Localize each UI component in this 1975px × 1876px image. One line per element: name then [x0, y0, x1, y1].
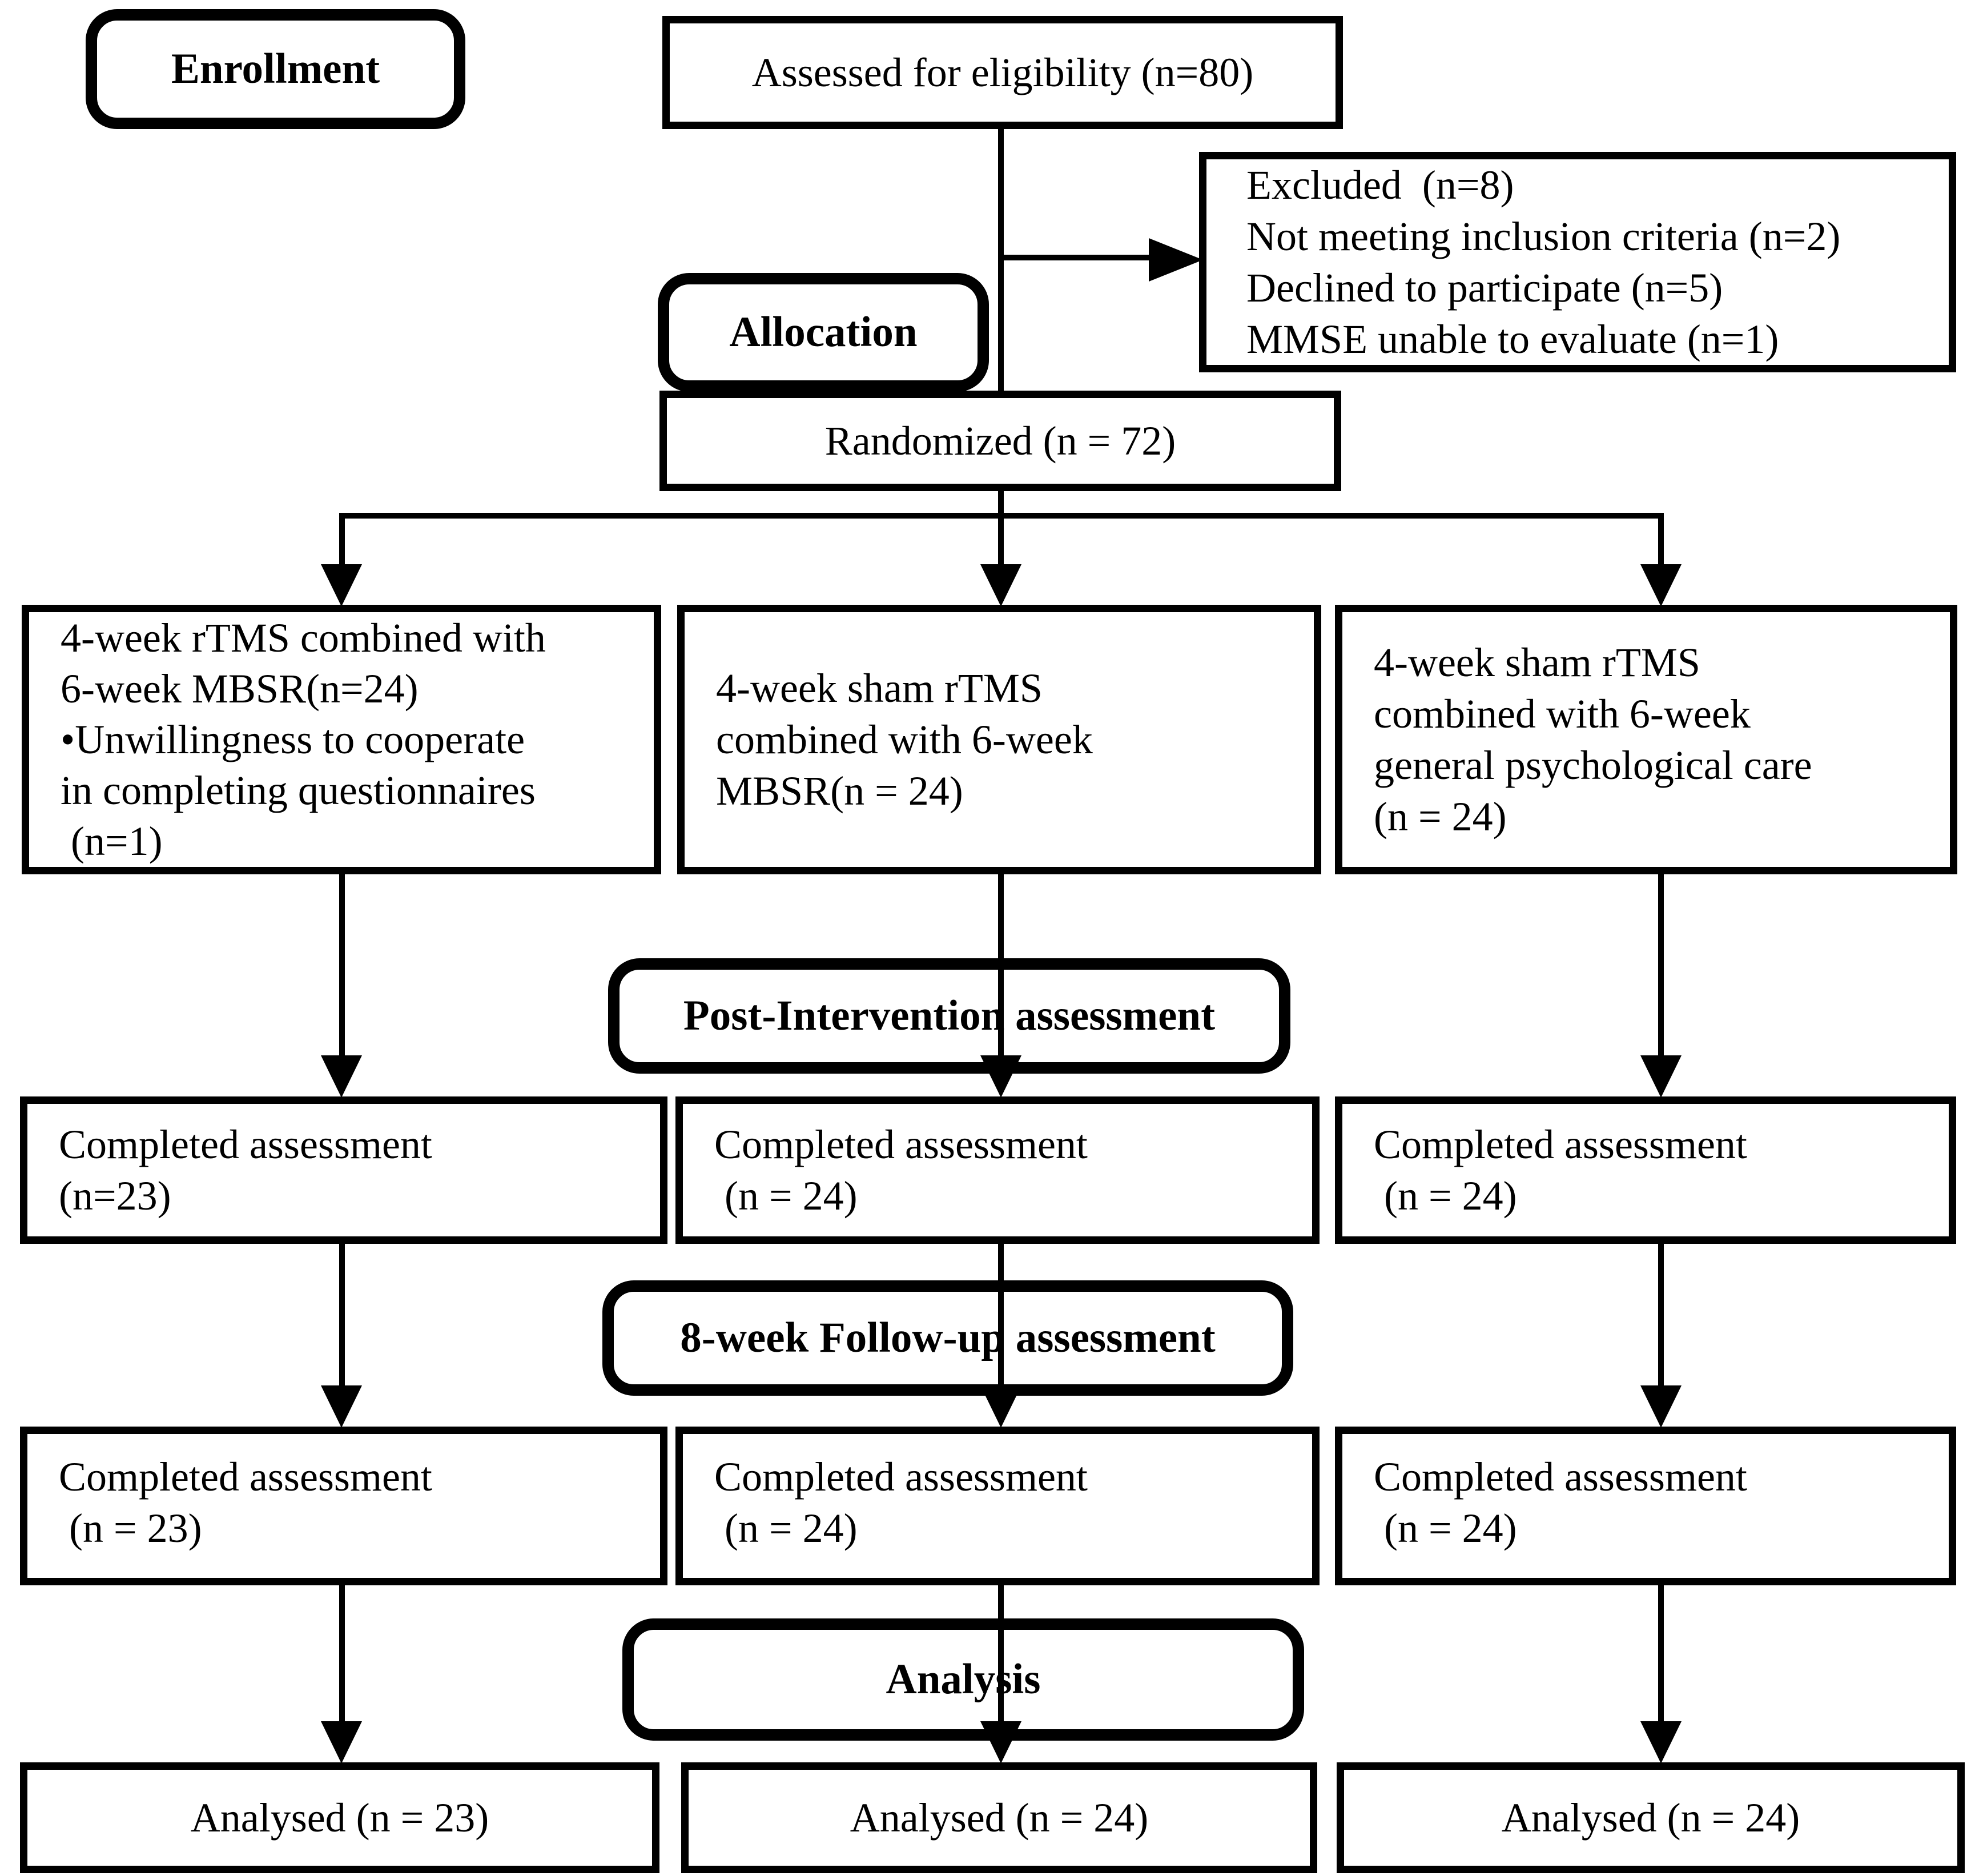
- connector-arm-row1-right: [1658, 874, 1664, 1058]
- connector-arm-row1-left: [339, 874, 345, 1058]
- connector-row1-row2-mid: [998, 1244, 1004, 1388]
- completed-line: (n = 24): [1374, 1173, 1517, 1219]
- completed-line: Completed assessment: [59, 1122, 432, 1167]
- arm-line: general psychological care: [1374, 742, 1812, 788]
- arrow-down-row2-left-icon: [321, 1385, 362, 1428]
- arm-line: 4-week rTMS combined with: [61, 614, 546, 661]
- arm-line: combined with 6-week: [1374, 691, 1751, 737]
- arm-line: (n=1): [61, 818, 163, 864]
- arm-sham-mbsr-box: 4-week sham rTMS combined with 6-week MB…: [677, 605, 1321, 874]
- arrow-down-row1-left-icon: [321, 1055, 362, 1098]
- arrow-down-final-left-icon: [321, 1721, 362, 1763]
- connector-branch-mid: [998, 513, 1004, 571]
- assessed-eligibility-text: Assessed for eligibility (n=80): [751, 49, 1254, 95]
- excluded-line: Not meeting inclusion criteria (n=2): [1246, 214, 1841, 259]
- connector-row2-final-left: [339, 1585, 345, 1724]
- arrow-right-excluded-icon: [1149, 238, 1203, 282]
- completed-post-mid-box: Completed assessment (n = 24): [675, 1096, 1320, 1244]
- stage-post-intervention-label: Post-Intervention assessment: [683, 992, 1216, 1039]
- arm-rtms-mbsr-box: 4-week rTMS combined with 6-week MBSR(n=…: [22, 605, 661, 874]
- arrow-down-arm-mid-icon: [980, 564, 1021, 606]
- connector-row2-final-mid: [998, 1585, 1004, 1724]
- stage-allocation-label: Allocation: [729, 308, 918, 356]
- stage-enrollment-label: Enrollment: [171, 45, 380, 93]
- connector-row2-final-right: [1658, 1585, 1664, 1724]
- arrow-down-row2-right-icon: [1640, 1385, 1682, 1428]
- arm-sham-psycare-box: 4-week sham rTMS combined with 6-week ge…: [1335, 605, 1957, 874]
- excluded-box: Excluded (n=8) Not meeting inclusion cri…: [1199, 152, 1956, 372]
- arrow-down-row1-right-icon: [1640, 1055, 1682, 1098]
- stage-followup-label: 8-week Follow-up assessment: [680, 1314, 1216, 1361]
- completed-line: Completed assessment: [59, 1454, 432, 1500]
- completed-line: (n = 24): [714, 1173, 858, 1219]
- stage-followup: 8-week Follow-up assessment: [602, 1280, 1293, 1396]
- excluded-line: Declined to participate (n=5): [1246, 265, 1723, 311]
- connector-row1-row2-right: [1658, 1244, 1664, 1388]
- completed-line: (n = 23): [59, 1505, 202, 1551]
- analysed-text: Analysed (n = 24): [850, 1794, 1149, 1841]
- stage-analysis: Analysis: [622, 1618, 1304, 1741]
- arm-line: •Unwillingness to cooperate: [61, 716, 525, 762]
- analysed-left-box: Analysed (n = 23): [20, 1762, 659, 1873]
- completed-post-right-box: Completed assessment (n = 24): [1335, 1096, 1956, 1244]
- completed-followup-mid-box: Completed assessment (n = 24): [675, 1427, 1320, 1585]
- arm-line: in completing questionnaires: [61, 767, 536, 813]
- completed-line: Completed assessment: [1374, 1122, 1747, 1167]
- connector-to-excluded: [1001, 255, 1151, 260]
- completed-line: (n = 24): [1374, 1505, 1517, 1551]
- connector-arm-row1-mid: [998, 874, 1004, 1058]
- arrow-down-arm-left-icon: [321, 564, 362, 606]
- completed-line: Completed assessment: [714, 1454, 1088, 1500]
- stage-enrollment: Enrollment: [86, 9, 465, 129]
- completed-line: Completed assessment: [714, 1122, 1088, 1167]
- excluded-line: MMSE unable to evaluate (n=1): [1246, 316, 1779, 362]
- completed-line: Completed assessment: [1374, 1454, 1747, 1500]
- arrow-down-row1-mid-icon: [980, 1055, 1021, 1098]
- connector-assessed-randomized: [998, 129, 1004, 392]
- connector-branch-left: [339, 513, 345, 571]
- stage-post-intervention: Post-Intervention assessment: [608, 958, 1290, 1074]
- excluded-line: Excluded (n=8): [1246, 162, 1514, 208]
- completed-followup-left-box: Completed assessment (n = 23): [20, 1427, 667, 1585]
- analysed-mid-box: Analysed (n = 24): [681, 1762, 1317, 1873]
- arm-line: MBSR(n = 24): [716, 768, 963, 814]
- arm-line: combined with 6-week: [716, 717, 1093, 762]
- analysed-text: Analysed (n = 24): [1501, 1794, 1800, 1841]
- connector-randomized-branch: [998, 490, 1004, 517]
- arm-line: 4-week sham rTMS: [716, 665, 1043, 711]
- analysed-text: Analysed (n = 23): [190, 1794, 489, 1841]
- randomized-text: Randomized (n = 72): [824, 417, 1176, 464]
- arrow-down-final-mid-icon: [980, 1721, 1021, 1763]
- connector-row1-row2-left: [339, 1244, 345, 1388]
- arm-line: 6-week MBSR(n=24): [61, 665, 419, 712]
- arrow-down-row2-mid-icon: [980, 1385, 1021, 1428]
- stage-allocation: Allocation: [658, 273, 989, 392]
- completed-followup-right-box: Completed assessment (n = 24): [1335, 1427, 1956, 1585]
- analysed-right-box: Analysed (n = 24): [1337, 1762, 1965, 1873]
- arm-line: (n = 24): [1374, 794, 1507, 839]
- arrow-down-final-right-icon: [1640, 1721, 1682, 1763]
- arm-line: 4-week sham rTMS: [1374, 640, 1700, 685]
- completed-post-left-box: Completed assessment (n=23): [20, 1096, 667, 1244]
- completed-line: (n = 24): [714, 1505, 858, 1551]
- randomized-box: Randomized (n = 72): [659, 391, 1341, 491]
- completed-line: (n=23): [59, 1173, 171, 1219]
- assessed-eligibility-box: Assessed for eligibility (n=80): [662, 16, 1343, 129]
- connector-branch-right: [1658, 513, 1664, 571]
- arrow-down-arm-right-icon: [1640, 564, 1682, 606]
- stage-analysis-label: Analysis: [886, 1656, 1041, 1703]
